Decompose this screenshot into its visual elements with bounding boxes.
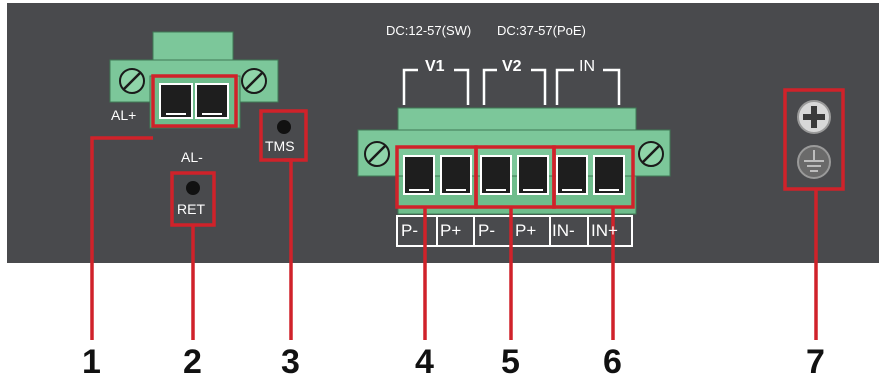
callout-number-3: 3 — [281, 343, 300, 381]
pin-label-v1-minus: P- — [401, 221, 418, 240]
alarm-minus-label: AL- — [181, 149, 203, 165]
tms-label: TMS — [265, 138, 295, 154]
group-label-v2: V2 — [502, 58, 522, 75]
power-terminal-block — [357, 107, 671, 215]
group-label-v1: V1 — [425, 58, 445, 75]
callout-number-4: 4 — [415, 343, 434, 381]
callout-lines — [90, 136, 818, 340]
pin-label-v2-minus: P- — [478, 221, 495, 240]
callout-line-3 — [284, 158, 293, 340]
ret-label: RET — [177, 201, 205, 217]
callout-number-2: 2 — [183, 343, 202, 381]
alarm-terminal-block — [109, 31, 279, 129]
callout-line-1 — [90, 136, 153, 340]
callout-number-5: 5 — [501, 343, 520, 381]
power-group-brackets — [402, 68, 621, 105]
tms-button-highlight — [259, 109, 308, 162]
callout-number-7: 7 — [806, 343, 825, 381]
screw-icon — [797, 100, 831, 134]
screw-icon — [638, 141, 664, 167]
screw-icon — [241, 68, 267, 94]
group-label-in: IN — [579, 58, 595, 75]
screw-icon — [119, 68, 145, 94]
pin-label-v1-plus: P+ — [440, 221, 462, 240]
pin-label-in-minus: IN- — [552, 221, 575, 240]
ground-terminal — [783, 88, 845, 191]
ground-icon — [797, 145, 831, 179]
pin-label-v2-plus: P+ — [515, 221, 537, 240]
pin-label-in-plus: IN+ — [591, 221, 618, 240]
voltage-note-sw: DC:12-57(SW) — [386, 23, 472, 38]
voltage-note-poe: DC:37-57(PoE) — [497, 23, 586, 38]
callout-number-6: 6 — [603, 343, 622, 381]
screw-icon — [364, 141, 390, 167]
ret-button-highlight — [170, 171, 216, 227]
alarm-plus-label: AL+ — [111, 107, 137, 123]
callout-number-1: 1 — [82, 343, 101, 381]
